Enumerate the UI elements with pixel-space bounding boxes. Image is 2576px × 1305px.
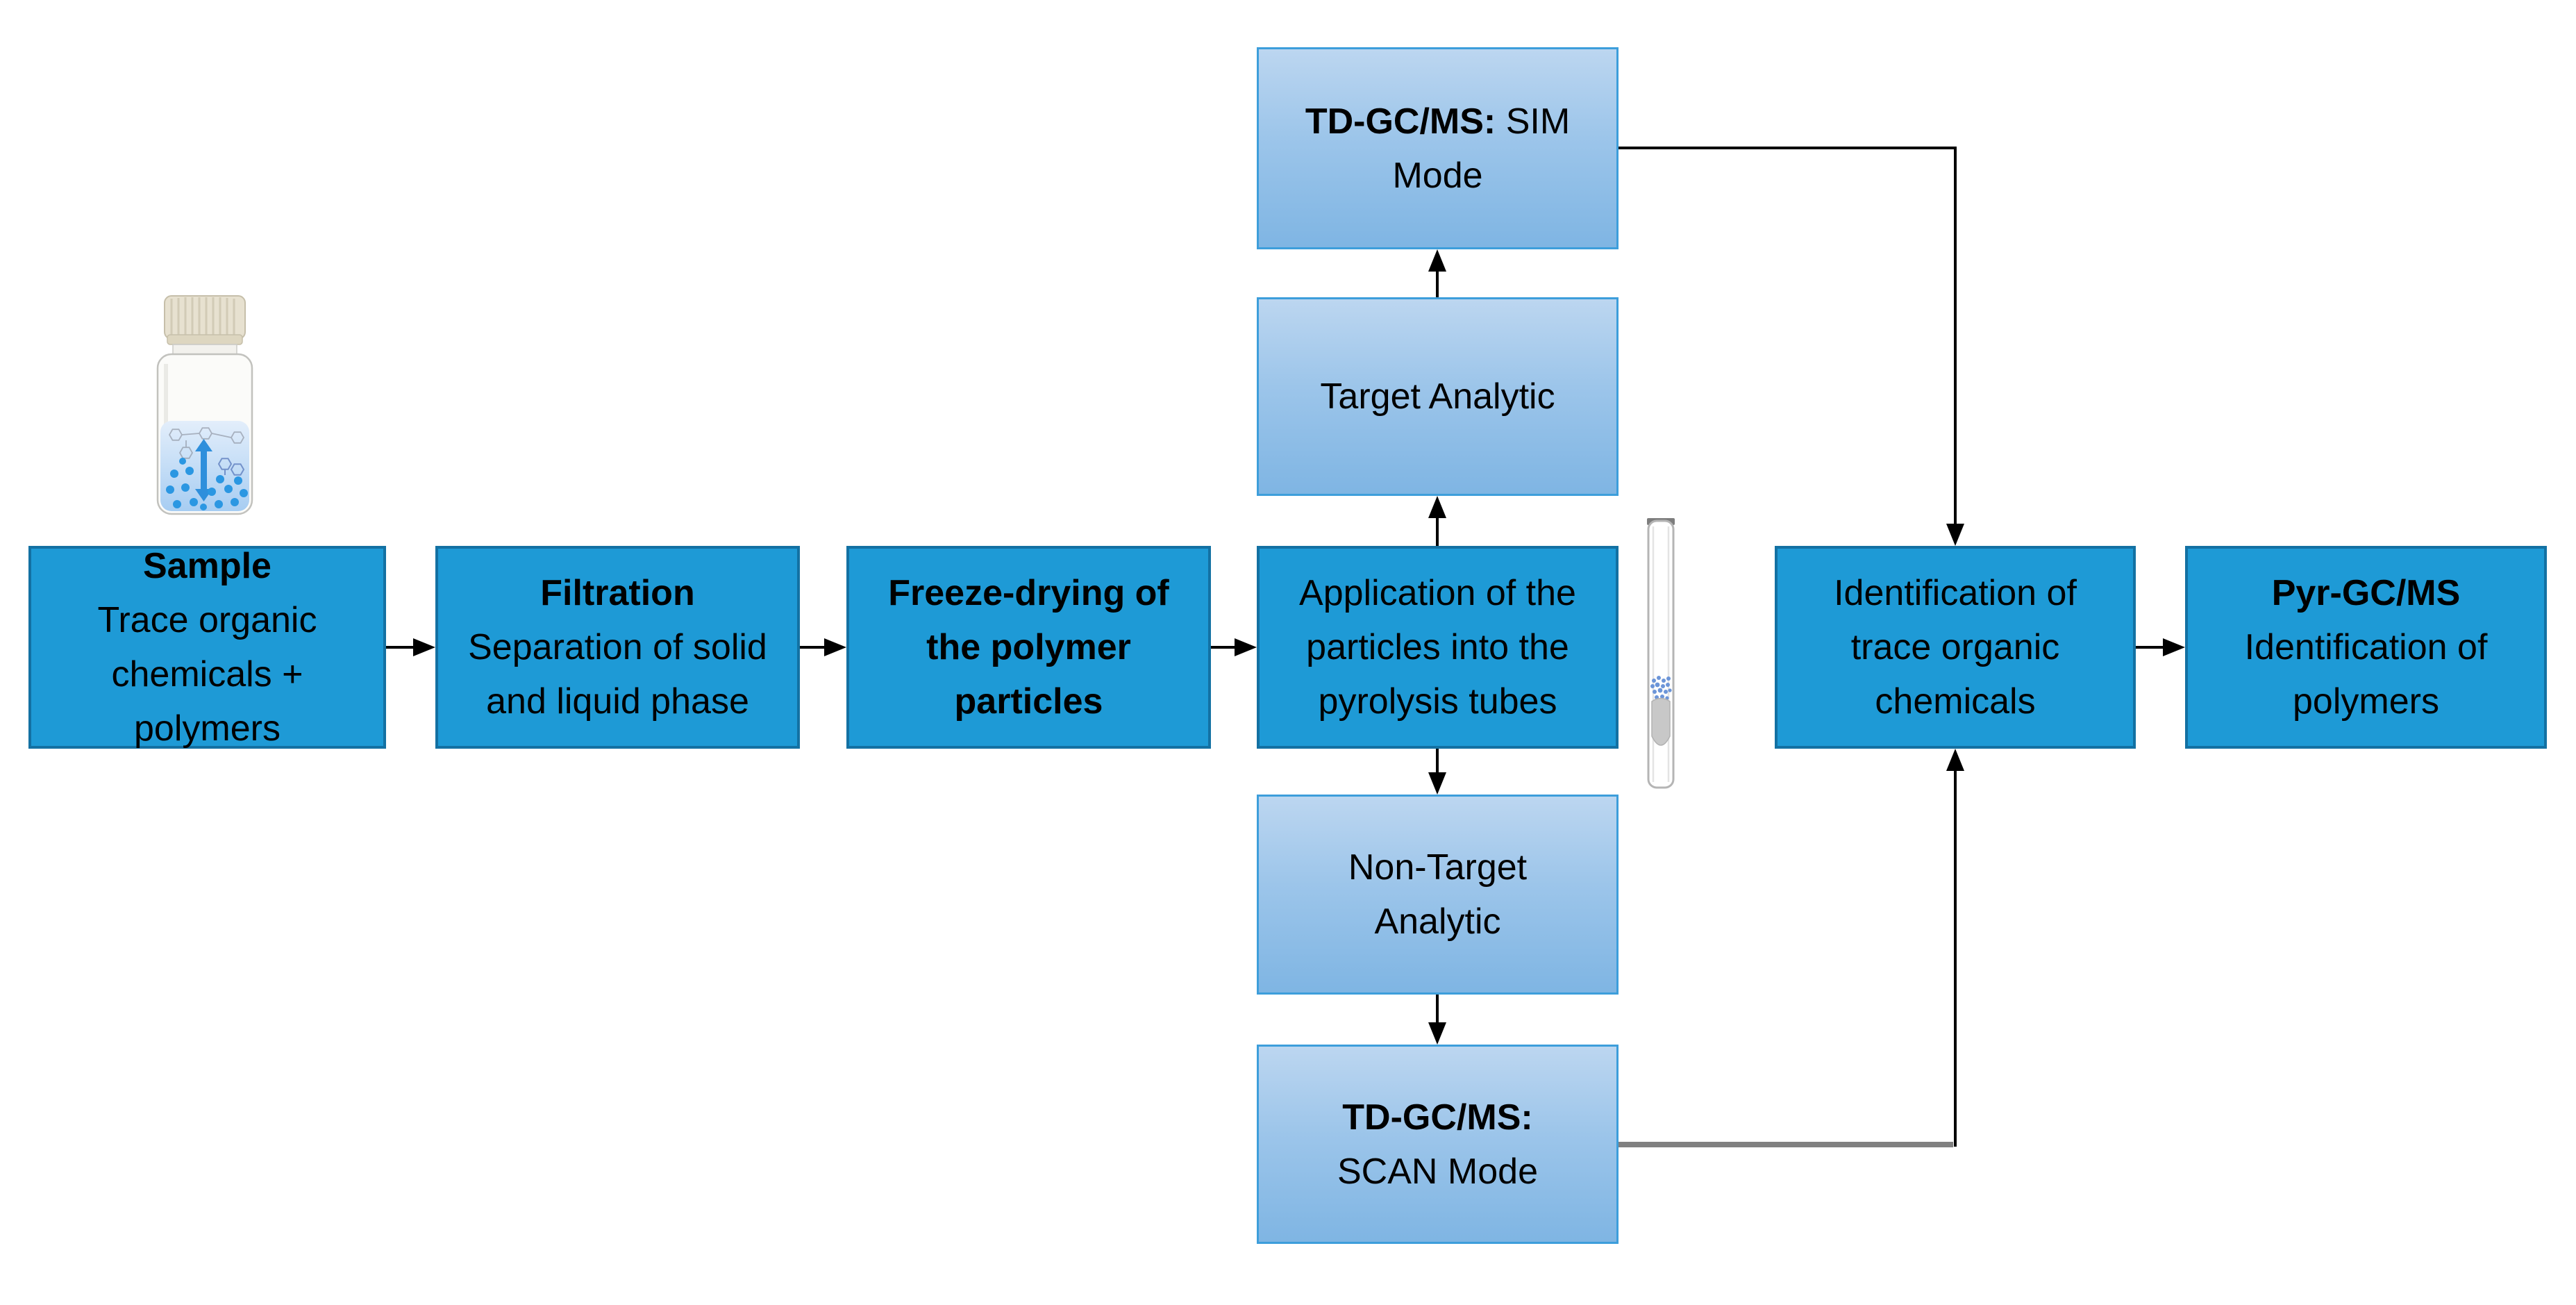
node-sim-mode-title-bold: TD-GC/MS: [1305,101,1496,142]
node-sim-mode-title: TD-GC/MS: SIM [1305,94,1570,149]
node-application-line: Application of the [1299,573,1576,613]
node-scan-mode-title: TD-GC/MS: [1342,1097,1533,1138]
tube-body [1647,519,1675,789]
node-scan-mode: TD-GC/MS: SCAN Mode [1257,1045,1619,1244]
node-identification-line: trace organic [1850,627,2060,667]
node-non-target-analytic-line: Non-Target [1348,847,1528,888]
node-pyr-gcms-line: Identification of [2244,627,2488,667]
vial-cap-ridges [170,297,235,338]
node-application: Application of the particles into the py… [1257,546,1619,749]
node-sample-line: Trace organic [97,600,317,640]
chemical-structures [168,427,245,459]
node-filtration-line: and liquid phase [486,681,749,722]
polymer-particles [166,458,248,510]
node-pyr-gcms-title: Pyr-GC/MS [2271,573,2461,613]
node-sim-mode-line: Mode [1392,155,1483,196]
node-target-analytic: Target Analytic [1257,297,1619,496]
node-filtration-line: Separation of solid [468,627,767,667]
node-pyr-gcms: Pyr-GC/MS Identification of polymers [2185,546,2547,749]
vial-cap-lip [167,334,243,345]
connector-sim-mode-to-identification [1619,147,1964,546]
pyrolysis-tube-illustration [1647,518,1675,789]
node-application-line: particles into the [1306,627,1569,667]
tube-quartz-wool-plug [1651,697,1671,746]
node-freeze-drying-line: particles [954,681,1103,722]
node-sim-mode: TD-GC/MS: SIM Mode [1257,47,1619,249]
node-sample-title: Sample [143,546,271,586]
node-identification-line: chemicals [1875,681,2036,722]
node-non-target-analytic: Non-Target Analytic [1257,795,1619,995]
node-filtration: Filtration Separation of solid and liqui… [435,546,800,749]
node-freeze-drying-line: Freeze-drying of [888,573,1169,613]
node-target-analytic-line: Target Analytic [1320,376,1555,417]
node-freeze-drying-line: the polymer [926,627,1131,667]
node-sim-mode-title-rest: SIM [1505,101,1571,142]
node-pyr-gcms-line: polymers [2293,681,2439,722]
sample-vial-illustration [156,295,253,515]
node-non-target-analytic-line: Analytic [1374,901,1501,942]
node-filtration-title: Filtration [540,573,695,613]
node-freeze-drying: Freeze-drying of the polymer particles [846,546,1211,749]
node-application-line: pyrolysis tubes [1318,681,1557,722]
node-sample-line: chemicals + [111,654,303,695]
node-identification-line: Identification of [1834,573,2077,613]
chemical-structure-highlight [217,458,245,476]
node-scan-mode-line: SCAN Mode [1337,1151,1538,1192]
node-identification: Identification of trace organic chemical… [1775,546,2136,749]
node-sample-line: polymers [134,708,281,749]
node-sample: Sample Trace organic chemicals + polymer… [28,546,386,749]
